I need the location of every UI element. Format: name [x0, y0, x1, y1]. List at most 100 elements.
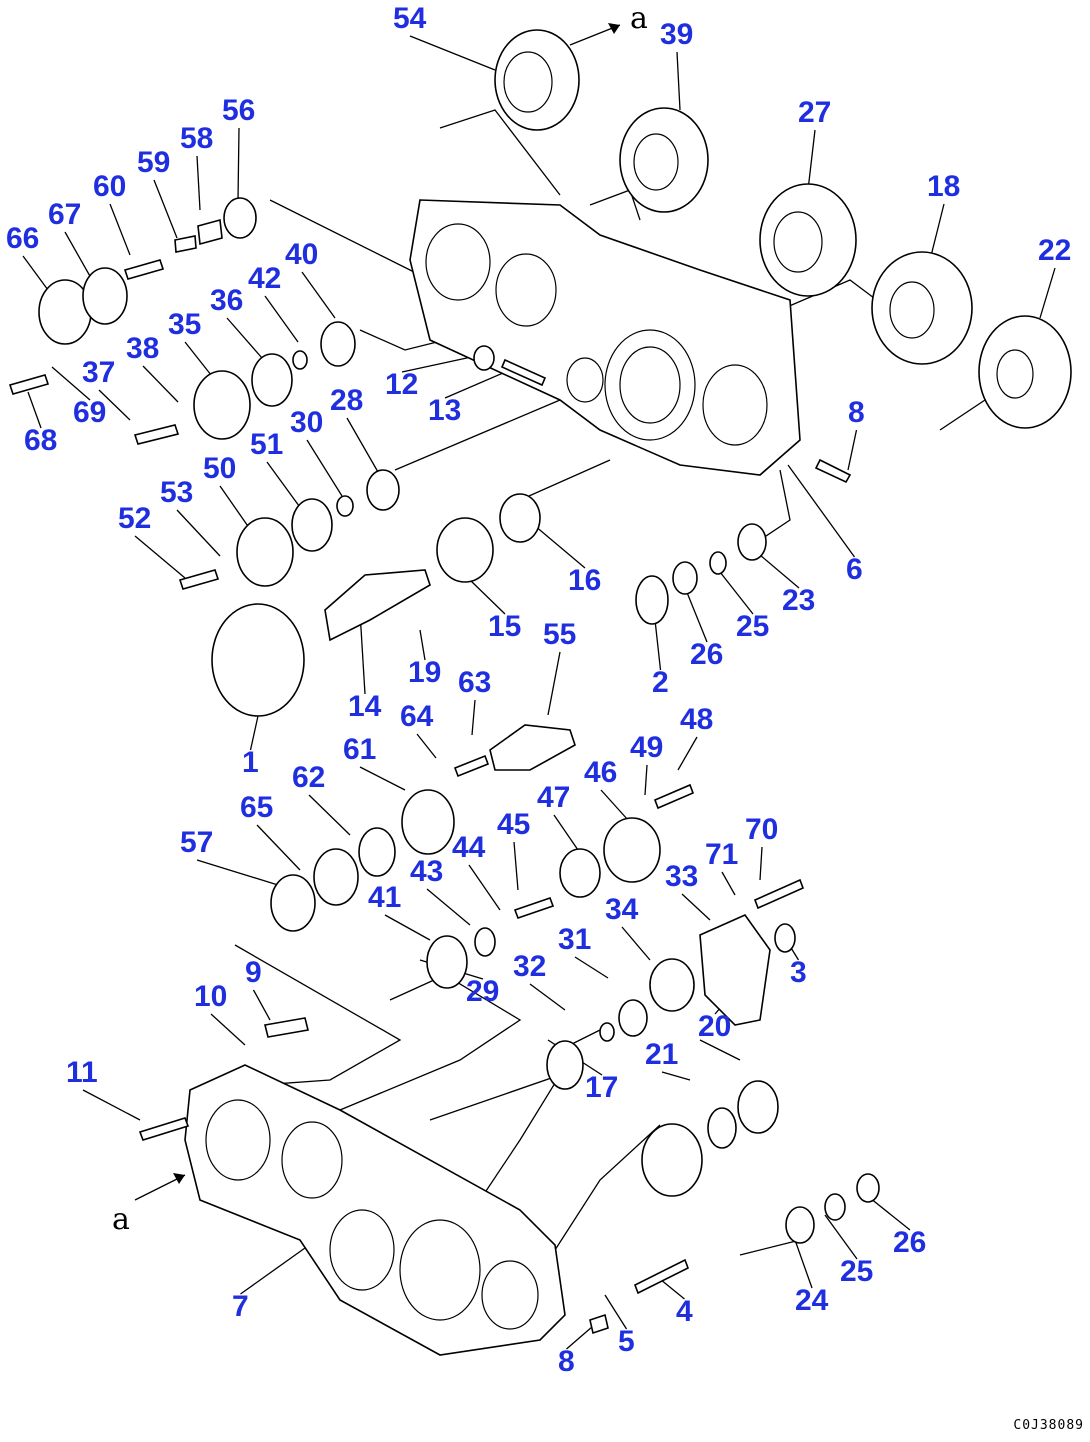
- assembly-guide-line: [554, 1124, 661, 1251]
- part-label-25: 25: [736, 610, 770, 643]
- leader-line-18: [929, 203, 945, 261]
- part-label-22: 22: [1038, 234, 1072, 267]
- leader-line-9: [252, 989, 271, 1021]
- leader-line-2: [654, 619, 662, 671]
- leader-line-36: [226, 317, 263, 359]
- leader-line-68: [27, 391, 42, 429]
- lower-gear-case: [184, 1064, 566, 1356]
- assembly-guide-line: [359, 329, 446, 351]
- part-label-68: 68: [24, 424, 58, 457]
- leader-line-30: [306, 439, 343, 497]
- drawing-code: C0J38089: [1013, 1418, 1084, 1433]
- leader-line-13: [444, 369, 511, 399]
- leader-line-46: [600, 789, 629, 821]
- leader-line-70: [759, 846, 763, 881]
- part-label-8a: 8: [848, 396, 865, 429]
- view-marker-bottom: a: [112, 1202, 130, 1237]
- leader-line-54: [409, 35, 496, 71]
- assembly-guide-line: [439, 109, 561, 196]
- part-label-39: 39: [660, 18, 694, 51]
- leader-line-6: [787, 464, 856, 558]
- leader-line-65: [256, 824, 301, 871]
- leader-line-25b: [824, 1214, 858, 1260]
- assembly-guide-line: [519, 459, 611, 501]
- part-label-21: 21: [645, 1038, 679, 1071]
- gears-and-bearings: [8, 29, 1072, 1335]
- part-label-48: 48: [680, 703, 714, 736]
- part-label-47: 47: [537, 781, 571, 814]
- part-label-35: 35: [168, 308, 202, 341]
- part-label-5: 5: [618, 1325, 635, 1358]
- part-label-11: 11: [66, 1056, 98, 1089]
- part-label-43: 43: [410, 855, 444, 888]
- part-label-16: 16: [568, 564, 602, 597]
- leader-line-60: [109, 203, 131, 256]
- part-label-36: 36: [210, 284, 244, 317]
- assembly-guide-line: [394, 399, 561, 471]
- part-label-58: 58: [180, 122, 214, 155]
- part-label-17: 17: [585, 1071, 619, 1104]
- part-label-40: 40: [285, 238, 319, 271]
- assembly-guide-line: [429, 1073, 562, 1201]
- leader-line-37: [98, 389, 131, 421]
- leader-line-27: [807, 129, 816, 191]
- part-label-61: 61: [343, 733, 377, 766]
- assembly-guide-line: [699, 1039, 741, 1061]
- part-label-44: 44: [452, 831, 486, 864]
- leader-line-39: [676, 51, 681, 111]
- part-label-2: 2: [652, 666, 669, 699]
- part-label-46: 46: [584, 756, 618, 789]
- part-label-59: 59: [137, 146, 171, 179]
- leader-line-66: [22, 255, 49, 291]
- leader-line-47: [553, 814, 579, 851]
- part-label-37: 37: [82, 356, 116, 389]
- part-label-42: 42: [248, 262, 282, 295]
- part-label-12: 12: [385, 368, 419, 401]
- part-label-32: 32: [513, 950, 547, 983]
- part-label-38: 38: [126, 332, 160, 365]
- part-label-1: 1: [242, 746, 259, 779]
- part-label-29: 29: [466, 975, 500, 1008]
- leader-line-43: [426, 888, 471, 926]
- part-label-57: 57: [180, 826, 214, 859]
- leader-line-12: [401, 355, 477, 373]
- part-label-71: 71: [705, 838, 739, 871]
- part-label-26: 26: [690, 638, 724, 671]
- part-label-34: 34: [605, 893, 639, 926]
- part-label-10: 10: [194, 980, 228, 1013]
- leader-line-26: [685, 589, 708, 643]
- view-marker-top: a: [630, 1, 648, 36]
- assembly-guide-line: [759, 469, 791, 541]
- leader-line-10: [210, 1013, 246, 1046]
- assembly-guide-line: [739, 1239, 801, 1256]
- upper-gear-case: [409, 199, 801, 476]
- leader-line-14: [359, 611, 366, 695]
- leader-line-41: [384, 914, 431, 941]
- part-label-69: 69: [73, 396, 107, 429]
- part-label-52: 52: [118, 502, 152, 535]
- part-label-53: 53: [160, 476, 194, 509]
- leader-line-58: [196, 155, 201, 211]
- part-label-30: 30: [290, 406, 324, 439]
- leader-line-31: [574, 956, 609, 979]
- part-label-24: 24: [795, 1284, 829, 1317]
- part-label-45: 45: [497, 808, 531, 841]
- part-label-20: 20: [698, 1010, 732, 1043]
- part-label-63: 63: [458, 666, 492, 699]
- leader-line-23: [759, 554, 800, 589]
- part-label-51: 51: [250, 428, 284, 461]
- part-label-31: 31: [558, 923, 592, 956]
- leader-line-59: [153, 179, 178, 239]
- part-label-15: 15: [488, 610, 522, 643]
- leader-line-22: [1039, 267, 1056, 319]
- part-label-60: 60: [93, 170, 127, 203]
- part-label-65: 65: [240, 791, 274, 824]
- leader-line-42: [264, 295, 299, 343]
- leader-line-25: [719, 571, 754, 615]
- leader-line-33: [681, 893, 711, 921]
- leader-line-53: [176, 509, 221, 557]
- leader-line-63: [471, 699, 476, 736]
- part-label-18: 18: [927, 170, 961, 203]
